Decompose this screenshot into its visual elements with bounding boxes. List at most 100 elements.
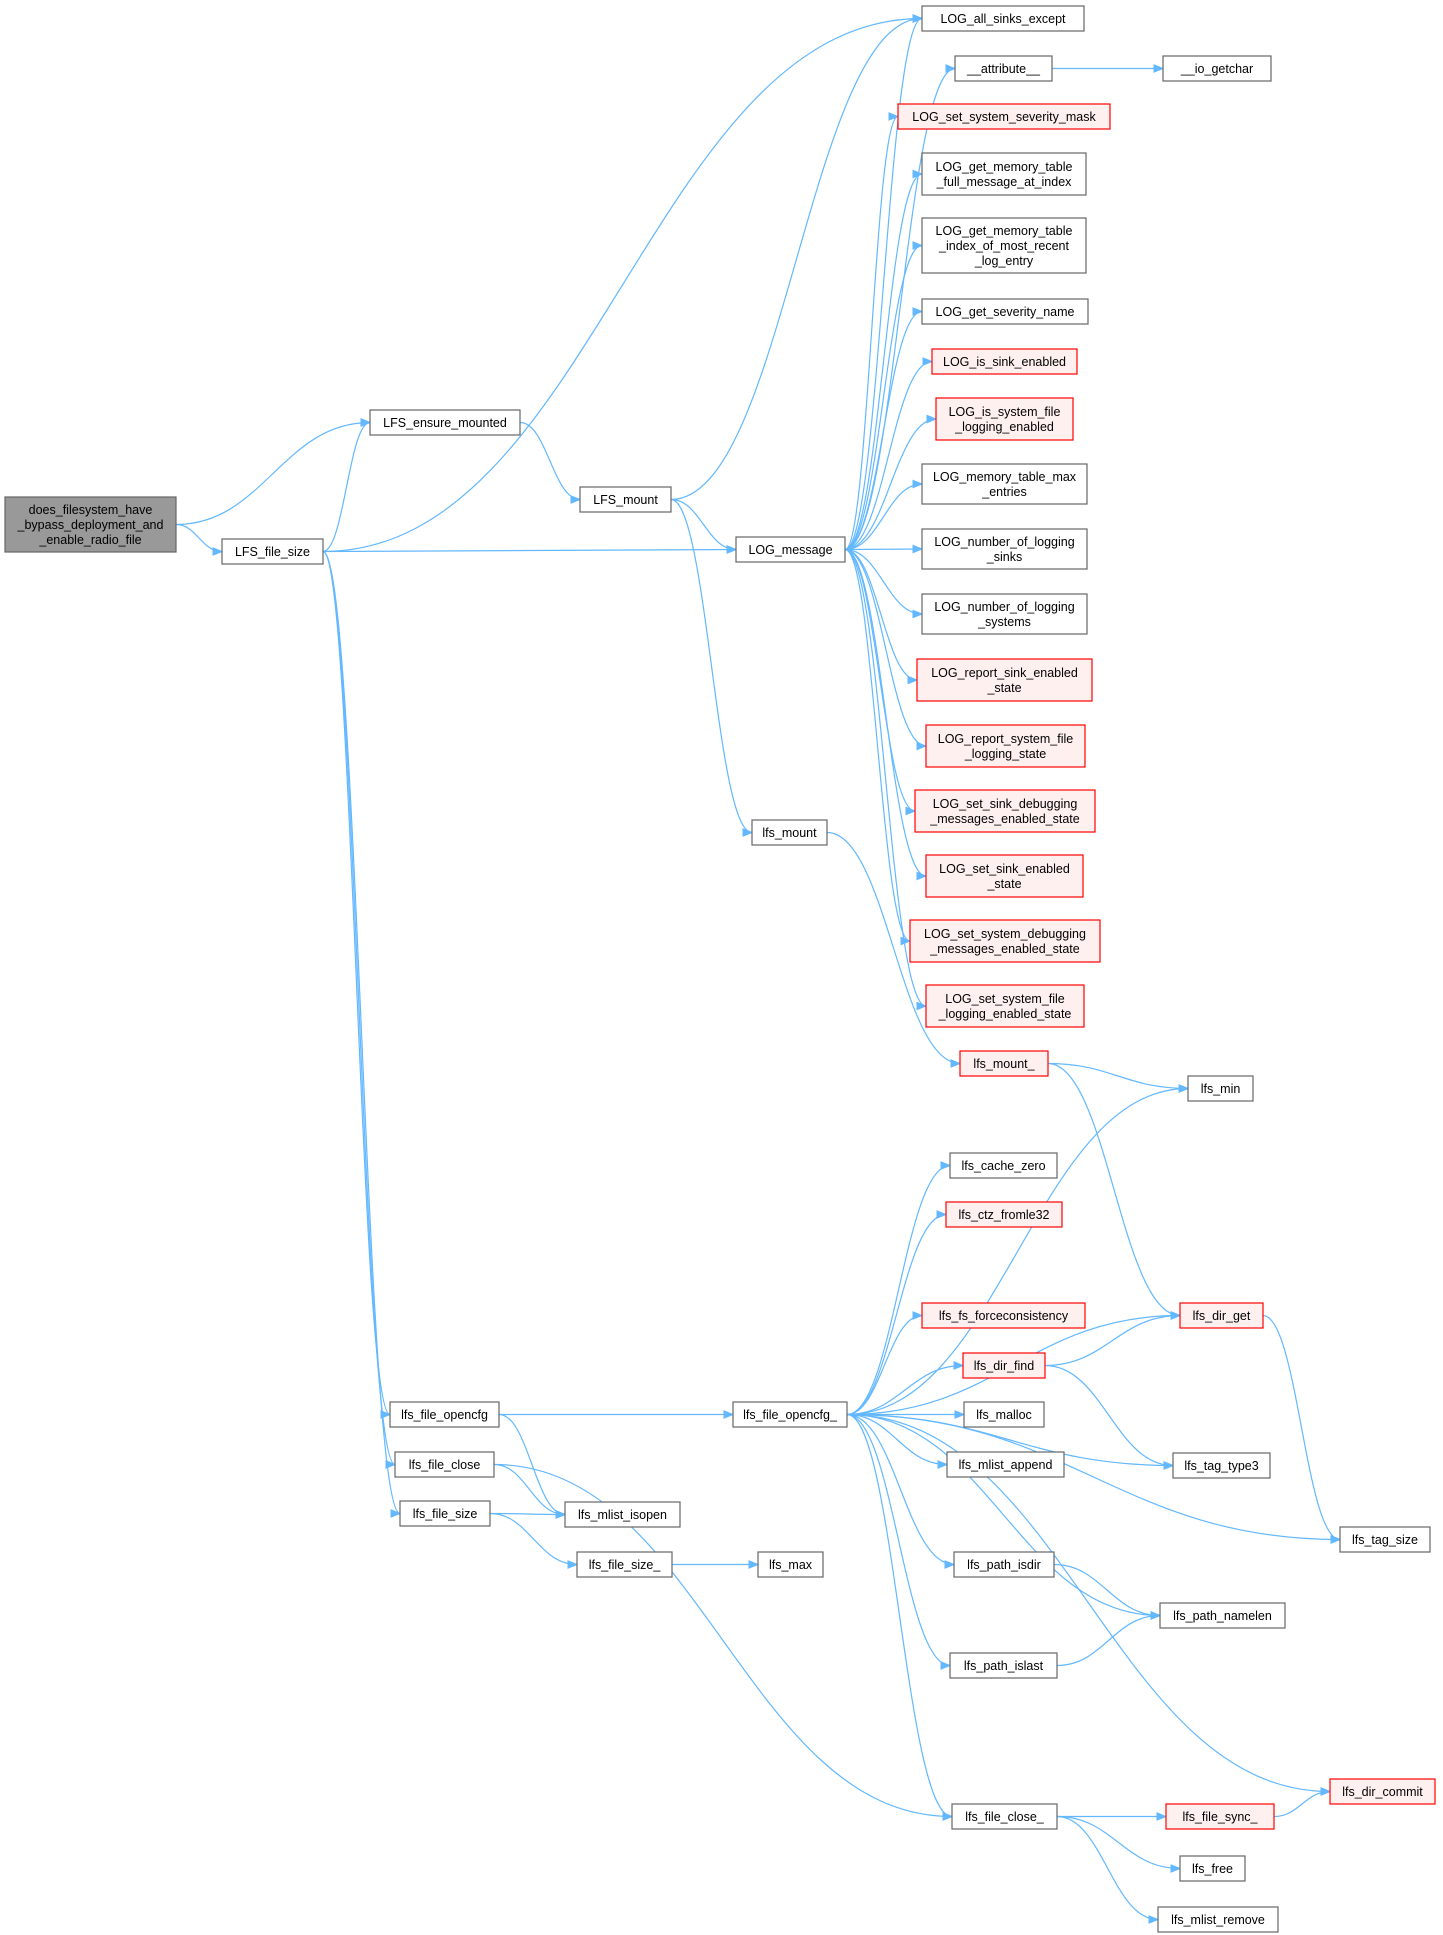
edge-lfs_file_close-to-lfs_file_close_ <box>493 1463 954 1821</box>
node-label-line: LOG_set_system_severity_mask <box>912 110 1096 124</box>
node-label-line: LFS_file_size <box>235 545 310 559</box>
node-root[interactable]: does_filesystem_have_bypass_deployment_a… <box>4 496 177 553</box>
node-attribute[interactable]: __attribute__ <box>954 55 1053 82</box>
arrowhead-icon <box>912 1311 924 1320</box>
node-log-is-sink-enabled[interactable]: LOG_is_sink_enabled <box>931 348 1078 375</box>
node-box <box>921 463 1088 505</box>
node-lfs-dir-find[interactable]: lfs_dir_find <box>962 1352 1046 1379</box>
node-log-is-system-file[interactable]: LOG_is_system_file_logging_enabled <box>935 397 1074 441</box>
node-lfs-path-islast[interactable]: lfs_path_islast <box>949 1652 1058 1679</box>
node-lfs-path-isdir[interactable]: lfs_path_isdir <box>953 1551 1055 1578</box>
node-label-line: lfs_dir_commit <box>1342 1785 1423 1799</box>
node-box <box>1159 1602 1286 1629</box>
node-ensure-mounted[interactable]: LFS_ensure_mounted <box>369 409 521 436</box>
arrowhead-icon <box>912 609 924 619</box>
node-lfs-file-opencfg[interactable]: lfs_file_opencfg <box>389 1401 500 1428</box>
node-lfs-mlist-isopen[interactable]: lfs_mlist_isopen <box>564 1501 681 1528</box>
node-log-get-severity-name[interactable]: LOG_get_severity_name <box>921 298 1089 325</box>
arrowhead-icon <box>916 871 928 881</box>
node-label-line: lfs_mount <box>762 826 817 840</box>
node-label-line: LFS_mount <box>593 493 658 507</box>
node-lfs-file-opencfg-[interactable]: lfs_file_opencfg_ <box>732 1401 848 1428</box>
node-log-set-sink-enabled[interactable]: LOG_set_sink_enabled_state <box>925 854 1084 898</box>
node-box <box>751 819 828 846</box>
node-lfs-cache-zero[interactable]: lfs_cache_zero <box>949 1152 1058 1179</box>
node-label-line: LOG_set_system_file <box>945 992 1065 1006</box>
node-label-line: LOG_memory_table_max <box>933 470 1077 484</box>
arrowhead-icon <box>390 1509 402 1518</box>
node-box <box>949 1152 1058 1179</box>
edge-lfs_file_size-to-lfs_file_size_ <box>489 1512 579 1569</box>
node-label-line: _messages_enabled_state <box>929 812 1079 826</box>
edge-line <box>519 421 581 501</box>
node-box <box>1157 1906 1279 1933</box>
node-lfs-tag-type3[interactable]: lfs_tag_type3 <box>1172 1452 1271 1479</box>
arrowhead-icon <box>1148 1915 1160 1924</box>
node-lfs-file-size[interactable]: LFS_file_size <box>221 538 324 565</box>
node-log-number-systems[interactable]: LOG_number_of_logging_systems <box>921 593 1088 635</box>
node-lfs-tag-size[interactable]: lfs_tag_size <box>1339 1526 1431 1553</box>
node-label-line: LFS_ensure_mounted <box>383 416 507 430</box>
node-lfs-file-size[interactable]: lfs_file_size <box>399 1500 491 1527</box>
node-log-report-system-file[interactable]: LOG_report_system_file_logging_state <box>925 724 1086 768</box>
node-box <box>925 854 1084 898</box>
arrowhead-icon <box>926 414 938 424</box>
node-label-line: _bypass_deployment_and <box>17 518 164 532</box>
node-label-line: LOG_set_sink_debugging <box>933 797 1078 811</box>
edge-lfs_file_close_-to-lfs_file_sync_ <box>1057 1812 1168 1821</box>
node-lfs-fs-forceconsistency[interactable]: lfs_fs_forceconsistency <box>921 1302 1086 1329</box>
node-log-set-system-file[interactable]: LOG_set_system_file_logging_enabled_stat… <box>925 984 1085 1028</box>
node-label-line: _entries <box>981 485 1026 499</box>
edge-LFS_file_size-to-lfs_file_size <box>322 550 402 1518</box>
node-log-memory-table-max[interactable]: LOG_memory_table_max_entries <box>921 463 1088 505</box>
node-label-line: LOG_number_of_logging <box>934 600 1074 614</box>
edge-line <box>489 1512 566 1516</box>
node-log-set-sink-debugging[interactable]: LOG_set_sink_debugging_messages_enabled_… <box>914 789 1096 833</box>
edge-line <box>844 548 927 1007</box>
node-box <box>757 1551 824 1578</box>
node-lfs-file-sync-[interactable]: lfs_file_sync_ <box>1165 1803 1275 1830</box>
edge-line <box>322 550 391 1416</box>
node-lfs-ctz-fromle32[interactable]: lfs_ctz_fromle32 <box>945 1201 1063 1228</box>
node-box <box>963 1401 1045 1428</box>
edge-line <box>844 310 923 551</box>
node-lfs-mount[interactable]: LFS_mount <box>579 486 672 513</box>
node-log-set-system-debugging[interactable]: LOG_set_system_debugging_messages_enable… <box>909 919 1101 963</box>
node-lfs-free[interactable]: lfs_free <box>1179 1855 1246 1882</box>
node-log-get-memory-recent[interactable]: LOG_get_memory_table_index_of_most_recen… <box>921 217 1087 274</box>
node-lfs-mlist-append[interactable]: lfs_mlist_append <box>946 1451 1065 1478</box>
node-lfs-file-size-[interactable]: lfs_file_size_ <box>576 1551 673 1578</box>
arrowhead-icon <box>916 741 928 751</box>
node-lfs-min[interactable]: lfs_min <box>1187 1075 1254 1102</box>
node-lfs-mount[interactable]: lfs_mount <box>751 819 828 846</box>
node-lfs-mlist-remove[interactable]: lfs_mlist_remove <box>1157 1906 1279 1933</box>
node-log-all-sinks-except[interactable]: LOG_all_sinks_except <box>921 5 1085 32</box>
node-log-set-system-severity-mask[interactable]: LOG_set_system_severity_mask <box>897 103 1111 130</box>
arrowhead-icon <box>912 307 924 316</box>
node-box <box>921 593 1088 635</box>
node-lfs-mount-[interactable]: lfs_mount_ <box>959 1050 1049 1077</box>
edge-ensure_mounted-to-LFS_mount <box>519 421 582 504</box>
node-box <box>954 55 1053 82</box>
node-lfs-file-close[interactable]: lfs_file_close <box>394 1451 495 1478</box>
edge-LOG_message-to-LOG_set_system_debugging <box>844 548 912 946</box>
edge-line <box>322 548 737 553</box>
arrowhead-icon <box>907 675 919 685</box>
node-lfs-dir-get[interactable]: lfs_dir_get <box>1179 1302 1264 1329</box>
node-io-getchar[interactable]: __io_getchar <box>1162 55 1272 82</box>
node-lfs-path-namelen[interactable]: lfs_path_namelen <box>1159 1602 1286 1629</box>
node-box <box>1165 1803 1275 1830</box>
edge-LFS_mount-to-LOG_message <box>670 498 738 554</box>
edge-line <box>670 498 753 834</box>
node-log-report-sink[interactable]: LOG_report_sink_enabled_state <box>916 658 1093 702</box>
node-label-line: lfs_tag_size <box>1352 1533 1418 1547</box>
node-log-message[interactable]: LOG_message <box>735 536 846 563</box>
node-lfs-max[interactable]: lfs_max <box>757 1551 824 1578</box>
edge-LOG_message-to-LOG_get_severity_name <box>844 307 924 551</box>
node-lfs-malloc[interactable]: lfs_malloc <box>963 1401 1045 1428</box>
node-lfs-dir-commit[interactable]: lfs_dir_commit <box>1329 1778 1436 1805</box>
node-log-get-memory-full[interactable]: LOG_get_memory_table_full_message_at_ind… <box>921 152 1087 196</box>
node-lfs-file-close-[interactable]: lfs_file_close_ <box>951 1803 1058 1830</box>
node-label-line: lfs_tag_type3 <box>1184 1459 1258 1473</box>
node-log-number-sinks[interactable]: LOG_number_of_logging_sinks <box>921 528 1088 570</box>
